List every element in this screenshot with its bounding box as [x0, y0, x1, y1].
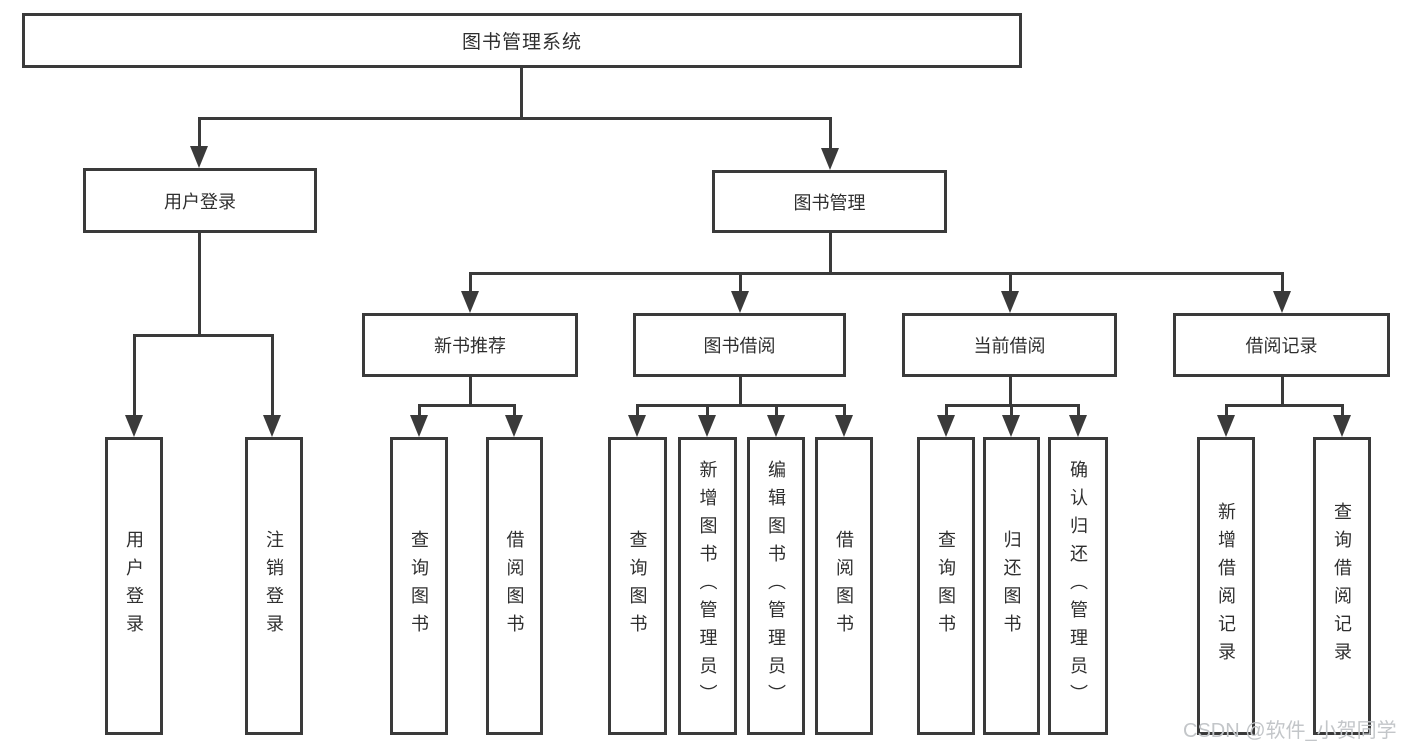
leaf-logout: 注销登录: [245, 437, 303, 735]
node-label: 新增图书（管理员）: [697, 460, 718, 712]
arrowhead-down-icon: [1002, 415, 1020, 437]
connector-line: [513, 404, 516, 415]
arrowhead-down-icon: [731, 291, 749, 313]
node-book-borrow: 图书借阅: [633, 313, 846, 377]
arrowhead-down-icon: [821, 148, 839, 170]
node-label: 当前借阅: [973, 336, 1046, 356]
connector-line: [1009, 272, 1012, 291]
connector-line: [1225, 404, 1228, 415]
node-borrow-records: 借阅记录: [1173, 313, 1390, 377]
connector-line: [418, 404, 516, 407]
leaf-query-books-current: 查询图书: [917, 437, 975, 735]
node-current-borrow: 当前借阅: [902, 313, 1117, 377]
connector-line: [706, 404, 709, 415]
watermark: CSDN @软件_小贺同学: [1183, 720, 1397, 742]
arrowhead-down-icon: [263, 415, 281, 437]
node-label: 归还图书: [1001, 530, 1022, 642]
connector-line: [636, 404, 846, 407]
connector-line: [1281, 272, 1284, 291]
node-label: 借阅记录: [1245, 336, 1318, 356]
connector-line: [198, 117, 832, 120]
node-label: 图书借阅: [703, 336, 776, 356]
node-label: 用户登录: [124, 530, 144, 642]
arrowhead-down-icon: [461, 291, 479, 313]
connector-line: [133, 334, 274, 337]
node-label: 查询图书: [627, 530, 648, 642]
node-label: 用户登录: [164, 191, 236, 212]
node-label: 注销登录: [264, 530, 284, 642]
connector-line: [1077, 404, 1080, 415]
arrowhead-down-icon: [1001, 291, 1019, 313]
arrowhead-down-icon: [937, 415, 955, 437]
connector-line: [469, 272, 1284, 275]
arrowhead-down-icon: [628, 415, 646, 437]
connector-line: [469, 272, 472, 291]
connector-line: [775, 404, 778, 415]
connector-line: [829, 117, 832, 148]
node-label: 编辑图书（管理员）: [766, 460, 786, 712]
connector-line: [133, 334, 136, 415]
connector-line: [636, 404, 639, 415]
leaf-query-borrow-record: 查询借阅记录: [1313, 437, 1371, 735]
leaf-borrow-books: 借阅图书: [815, 437, 873, 735]
connector-line: [271, 334, 274, 415]
arrowhead-down-icon: [835, 415, 853, 437]
connector-line: [843, 404, 846, 415]
connector-line: [829, 233, 832, 275]
leaf-query-books-recommend: 查询图书: [390, 437, 448, 735]
connector-line: [1281, 377, 1284, 407]
arrowhead-down-icon: [410, 415, 428, 437]
node-label: 借阅图书: [504, 530, 525, 642]
arrowhead-down-icon: [190, 146, 208, 168]
node-root: 图书管理系统: [22, 13, 1022, 68]
connector-line: [1009, 377, 1012, 407]
arrowhead-down-icon: [767, 415, 785, 437]
connector-line: [198, 233, 201, 336]
node-label: 查询图书: [409, 530, 429, 642]
node-label: 借阅图书: [834, 530, 854, 642]
node-label: 查询图书: [936, 530, 956, 642]
leaf-user-login: 用户登录: [105, 437, 163, 735]
leaf-confirm-return-admin: 确认归还（管理员）: [1048, 437, 1108, 735]
connector-line: [469, 377, 472, 407]
connector-line: [198, 117, 201, 146]
arrowhead-down-icon: [125, 415, 143, 437]
leaf-return-book: 归还图书: [983, 437, 1040, 735]
connector-line: [739, 377, 742, 407]
connector-line: [1010, 404, 1013, 415]
node-label: 新增借阅记录: [1216, 502, 1236, 670]
node-label: 新书推荐: [434, 336, 506, 356]
node-label: 图书管理系统: [461, 32, 582, 53]
connector-line: [520, 68, 523, 118]
node-label: 图书管理: [793, 192, 866, 213]
arrowhead-down-icon: [1333, 415, 1351, 437]
connector-line: [739, 272, 742, 291]
node-label: 确认归还（管理员）: [1068, 460, 1088, 712]
connector-line: [418, 404, 421, 415]
connector-line: [1225, 404, 1344, 407]
node-user-login: 用户登录: [83, 168, 317, 233]
leaf-add-borrow-record: 新增借阅记录: [1197, 437, 1255, 735]
leaf-add-book-admin: 新增图书（管理员）: [678, 437, 737, 735]
arrowhead-down-icon: [1273, 291, 1291, 313]
leaf-edit-book-admin: 编辑图书（管理员）: [747, 437, 805, 735]
arrowhead-down-icon: [1217, 415, 1235, 437]
node-book-management: 图书管理: [712, 170, 947, 233]
node-label: 查询借阅记录: [1332, 502, 1352, 670]
leaf-query-books-borrow: 查询图书: [608, 437, 667, 735]
connector-line: [1341, 404, 1344, 415]
leaf-borrow-books-recommend: 借阅图书: [486, 437, 543, 735]
arrowhead-down-icon: [1069, 415, 1087, 437]
arrowhead-down-icon: [505, 415, 523, 437]
arrowhead-down-icon: [698, 415, 716, 437]
node-new-book-recommend: 新书推荐: [362, 313, 578, 377]
connector-line: [945, 404, 948, 415]
